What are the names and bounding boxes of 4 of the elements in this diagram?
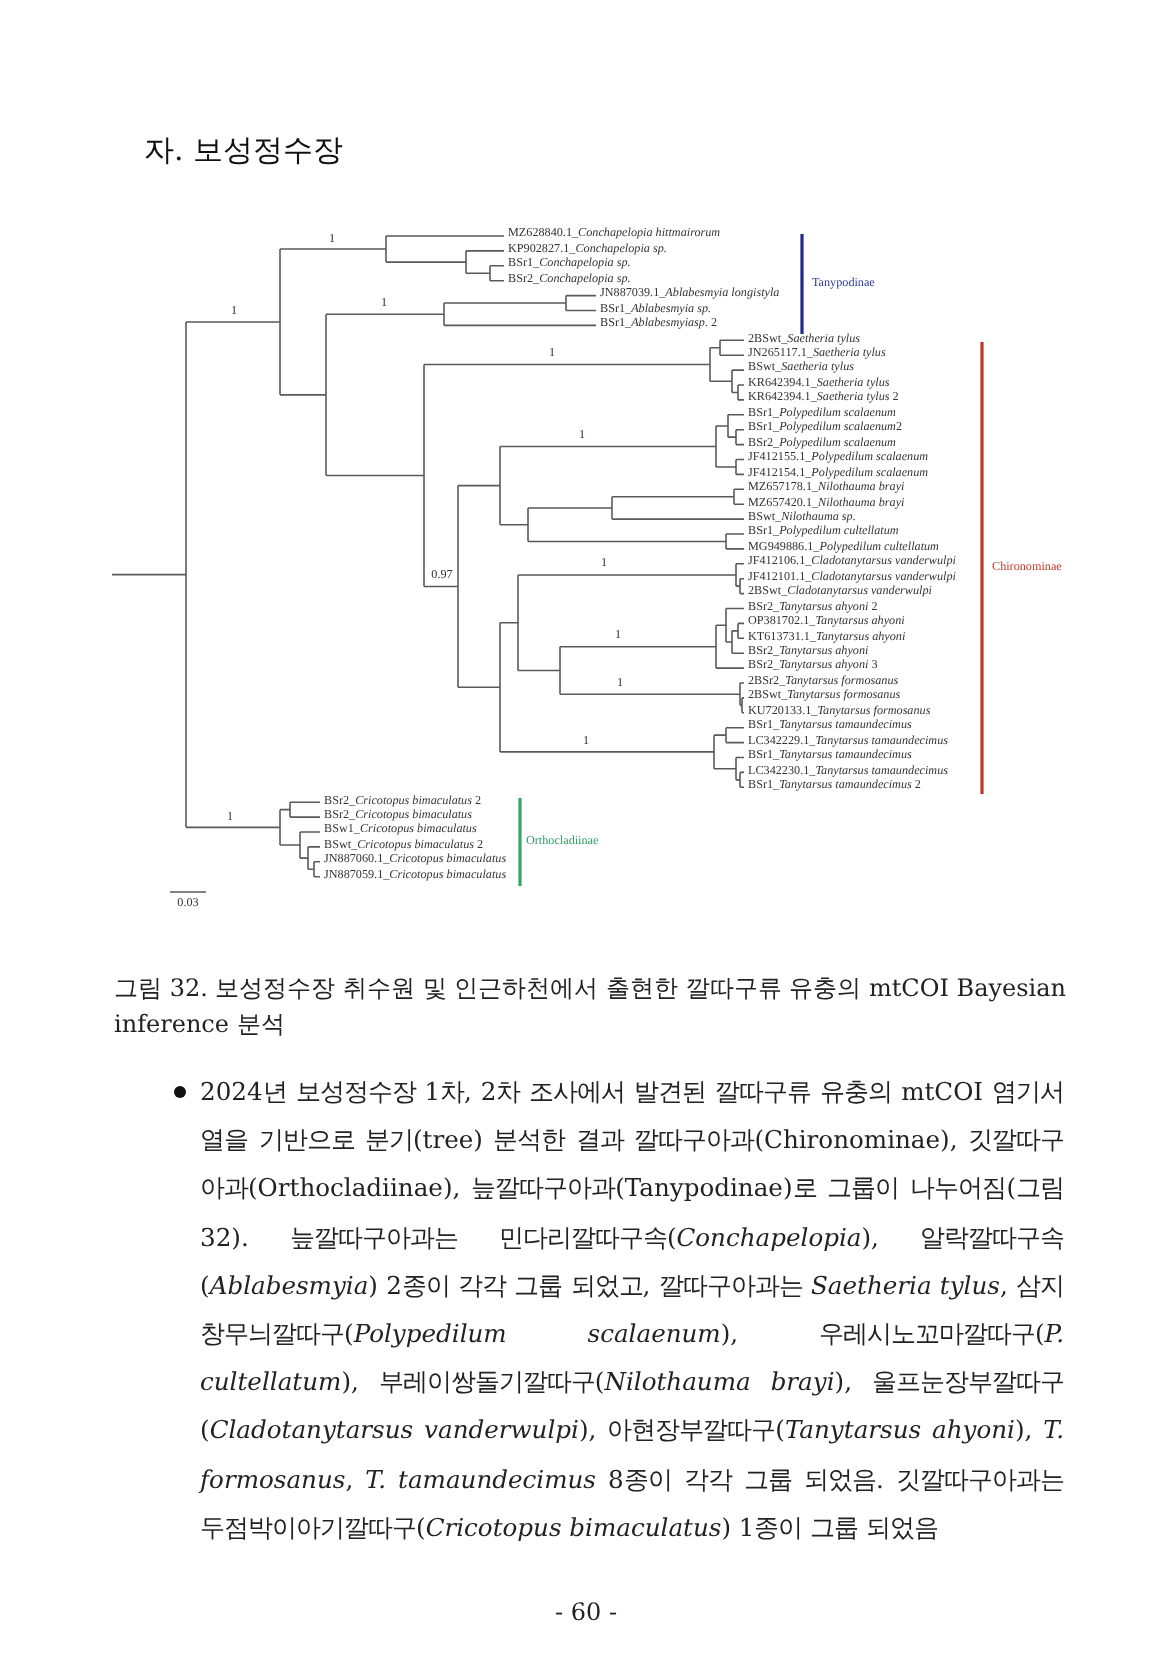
section-heading: 자. 보성정수장: [144, 130, 344, 170]
figure-caption: 그림 32. 보성정수장 취수원 및 인근하천에서 출현한 깔따구류 유충의 mtCOI Bayesian inference 분석: [114, 972, 1066, 1042]
body-paragraph: 2024년 보성정수장 1차, 2차 조사에서 발견된 깔따구류 유충의 mtCOI 염기서열을 기반으로 분기(tree) 분석한 결과 깔따구아과(Chironominae), 깃깔따구아과(Orthocladiinae), 늪깔따구아과(Tanypodinae)로 그룹이 나누어짐(그림 32). 늪깔따구아과는 민다리깔따구속(Conchapelopia), 알락깔따구속(Ablabesmyia) 2종이 각각 그룹 되었고, 깔따구아과는 Saetheria tylus, 삼지창무늬깔따구(Polypedilum scalaenum), 우레시노꼬마깔따구(P. cultellatum), 부레이쌍돌기깔따구(Nilothauma brayi), 울프눈장부깔따구(Cladotanytarsus vanderwulpi), 아현장부깔따구(Tanytarsus ahyoni), T. formosanus, T. tamaundecimus 8종이 각각 그룹 되었음. 깃깔따구아과는 두점박이아기깔따구(Cricotopus bimaculatus) 1종이 그룹 되었음: [200, 1076, 1064, 1546]
page-number: - 60 -: [555, 1598, 617, 1626]
